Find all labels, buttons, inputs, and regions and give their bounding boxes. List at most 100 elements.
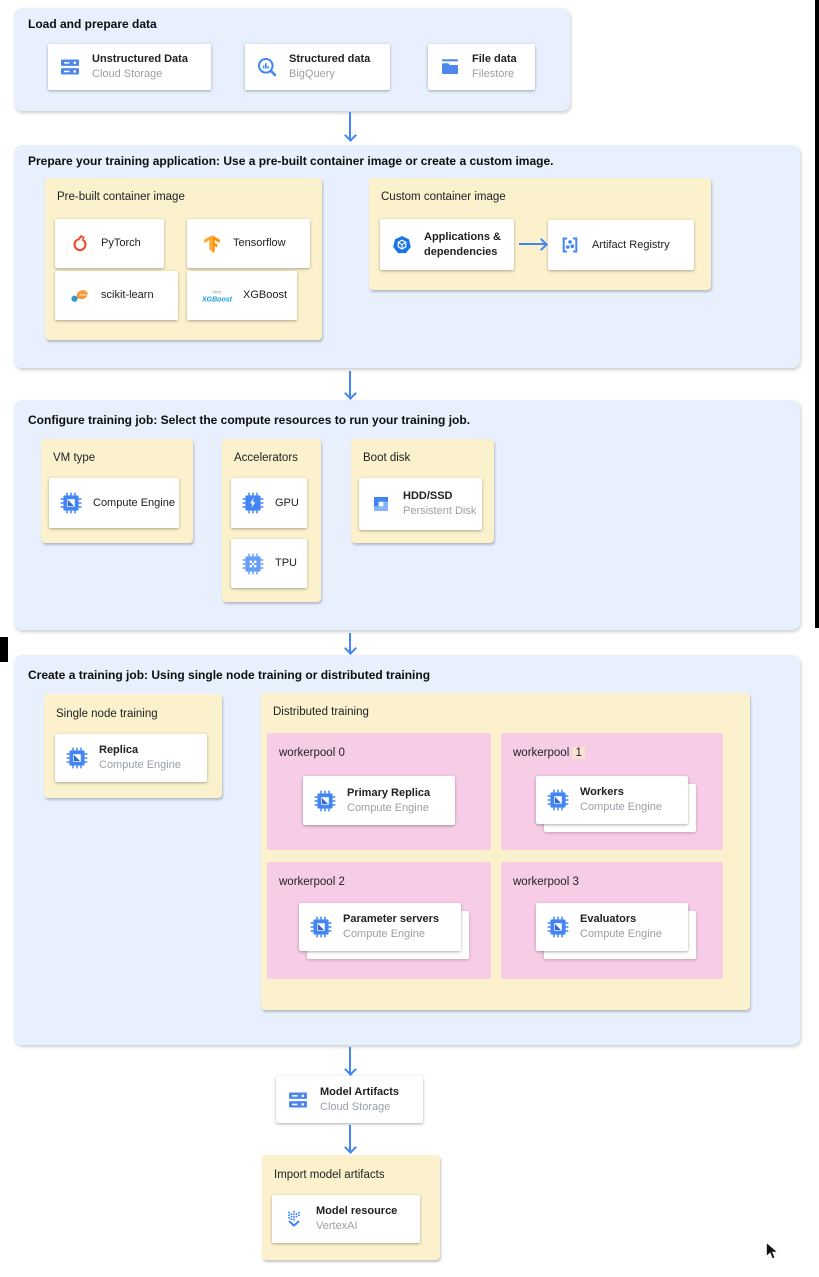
node-label: PyTorch: [101, 237, 141, 250]
workerpool-label: workerpool 1: [513, 747, 585, 759]
node-unstructured-data: Unstructured Data Cloud Storage: [48, 44, 211, 90]
node-label: Tensorflow: [233, 237, 286, 250]
node-subtitle: BigQuery: [289, 68, 335, 80]
compute-engine-icon: [65, 746, 89, 770]
node-title: Replica: [99, 744, 139, 757]
node-applications-dependencies: Applications & dependencies: [380, 219, 514, 270]
workerpool-1: workerpool 1 Workers Compute Engine: [501, 733, 723, 850]
artifact-registry-icon: [558, 233, 582, 257]
group-label: Boot disk: [363, 452, 411, 464]
border-artifact-right: [815, 0, 819, 628]
group-label: Single node training: [56, 708, 158, 720]
group-accelerators: Accelerators GPU TPU: [222, 439, 321, 602]
arrow-right-custom-image: [519, 243, 545, 245]
node-model-artifacts: Model Artifacts Cloud Storage: [276, 1076, 423, 1123]
border-artifact-left: [0, 637, 8, 662]
persistent-disk-icon: [369, 492, 393, 516]
node-title: Unstructured Data: [92, 53, 188, 66]
filestore-icon: [438, 55, 462, 79]
node-title: Artifact Registry: [592, 238, 670, 251]
node-title: GPU: [275, 496, 299, 509]
bigquery-icon: [255, 55, 279, 79]
node-parameter-servers: Parameter servers Compute Engine: [299, 903, 461, 951]
node-title: Primary Replica: [347, 786, 431, 799]
group-label: Accelerators: [234, 452, 298, 464]
node-title: Evaluators: [580, 913, 637, 926]
group-boot-disk: Boot disk HDD/SSD Persistent Disk: [351, 439, 494, 543]
group-label: Custom container image: [381, 191, 506, 203]
group-single-node-training: Single node training Replica Compute Eng…: [44, 694, 222, 798]
workerpool-label: workerpool 0: [279, 747, 345, 759]
group-distributed-training: Distributed training workerpool 0 Primar…: [261, 693, 750, 1010]
section-prepare-training-application: Prepare your training application: Use a…: [14, 145, 800, 368]
workerpool-0: workerpool 0 Primary Replica Compute Eng…: [267, 733, 491, 850]
node-title: HDD/SSD: [403, 490, 453, 503]
node-workers: Workers Compute Engine: [536, 776, 688, 824]
node-evaluators: Evaluators Compute Engine: [536, 903, 688, 951]
compute-engine-icon: [309, 915, 333, 939]
node-replica: Replica Compute Engine: [55, 734, 207, 782]
node-label: scikit-learn: [101, 289, 154, 302]
node-title: Compute Engine: [93, 496, 175, 509]
node-pytorch: PyTorch: [55, 219, 164, 268]
section-title: Configure training job: Select the compu…: [28, 413, 471, 427]
arrow-down-2: [349, 371, 351, 397]
vertex-ai-icon: [282, 1207, 306, 1231]
node-file-data: File data Filestore: [428, 44, 535, 90]
cloud-storage-icon: [286, 1088, 310, 1112]
node-title: Model resource: [316, 1205, 398, 1218]
node-subtitle: Cloud Storage: [320, 1100, 391, 1113]
tensorflow-icon: [201, 233, 223, 255]
node-subtitle: Persistent Disk: [403, 505, 477, 517]
workerpool-2: workerpool 2 Parameter servers Compute E…: [267, 862, 491, 979]
node-subtitle: Compute Engine: [580, 801, 662, 813]
node-title: Workers: [580, 786, 624, 799]
arrow-down-4: [349, 1047, 351, 1073]
node-scikit-learn: scikit-learn: [55, 271, 178, 320]
node-tensorflow: Tensorflow: [187, 219, 310, 268]
section-title: Load and prepare data: [28, 17, 157, 31]
node-title: Structured data: [289, 53, 371, 66]
group-vm-type: VM type Compute Engine: [41, 439, 193, 543]
highlighted-number: 1: [572, 747, 585, 759]
group-import-model-artifacts: Import model artifacts Model resource Ve…: [262, 1155, 440, 1260]
section-load-and-prepare-data: Load and prepare data Unstructured Data …: [14, 8, 570, 111]
group-custom-container-image: Custom container image Applications & de…: [369, 178, 711, 290]
node-title: Applications & dependencies: [424, 230, 502, 258]
group-label: Distributed training: [273, 706, 369, 718]
node-structured-data: Structured data BigQuery: [245, 44, 390, 90]
workerpool-label: workerpool 3: [513, 876, 579, 888]
node-xgboost: XGBoost: [187, 271, 297, 320]
arrow-down-1: [349, 112, 351, 139]
arrow-down-5: [349, 1125, 351, 1151]
node-subtitle: VertexAI: [316, 1220, 358, 1232]
tpu-icon: [241, 552, 265, 576]
node-subtitle: Compute Engine: [347, 801, 429, 814]
scikit-learn-icon: [69, 285, 91, 307]
group-label: VM type: [53, 452, 96, 464]
node-model-resource: Model resource VertexAI: [272, 1195, 420, 1243]
node-persistent-disk: HDD/SSD Persistent Disk: [359, 478, 482, 530]
group-label: Pre-built container image: [57, 191, 185, 203]
node-subtitle: Compute Engine: [580, 928, 662, 940]
workerpool-3: workerpool 3 Evaluators Compute Engine: [501, 862, 723, 979]
applications-dependencies-icon: [390, 233, 414, 257]
group-label: Import model artifacts: [274, 1169, 385, 1181]
node-title: TPU: [275, 557, 297, 570]
compute-engine-icon: [546, 788, 570, 812]
node-subtitle: Compute Engine: [99, 759, 181, 771]
compute-engine-icon: [313, 789, 337, 813]
section-create-training-job: Create a training job: Using single node…: [14, 655, 800, 1045]
node-artifact-registry: Artifact Registry: [548, 220, 694, 270]
node-title: Model Artifacts: [320, 1085, 400, 1098]
node-tpu: TPU: [231, 539, 307, 588]
node-compute-engine: Compute Engine: [49, 478, 179, 528]
node-subtitle: Filestore: [472, 68, 515, 80]
gpu-icon: [241, 491, 265, 515]
group-prebuilt-container-image: Pre-built container image PyTorch Tensor…: [45, 178, 322, 340]
node-subtitle: Cloud Storage: [92, 68, 163, 80]
compute-engine-icon: [546, 915, 570, 939]
node-title: File data: [472, 53, 517, 66]
section-configure-training-job: Configure training job: Select the compu…: [14, 400, 800, 630]
